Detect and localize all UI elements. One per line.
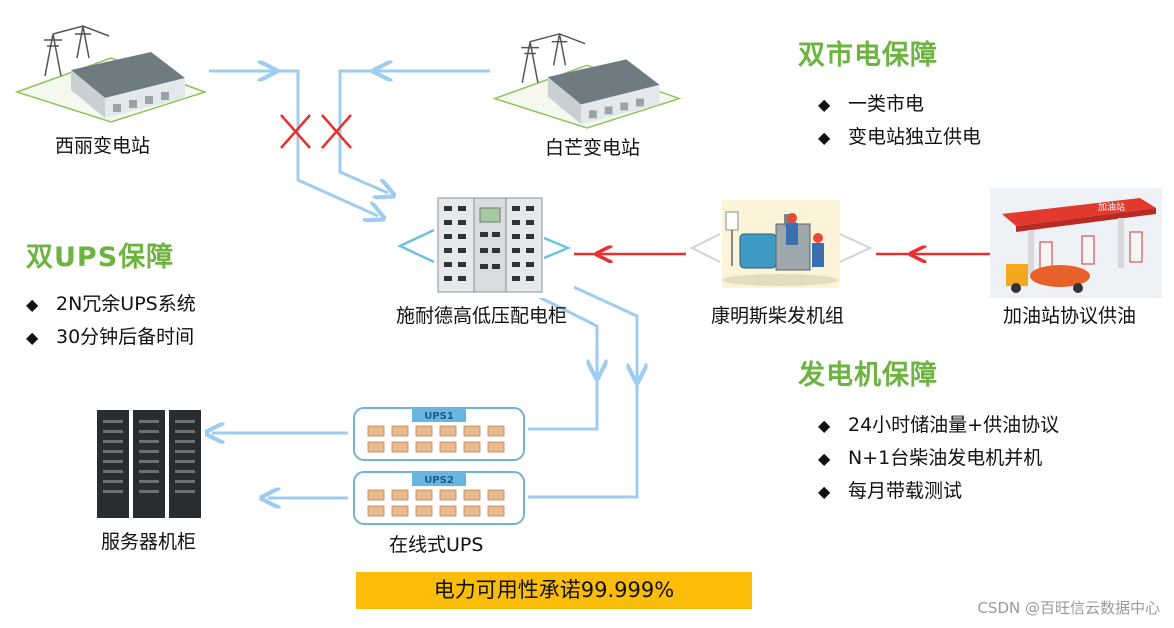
diamond-icon: ◆ (818, 449, 831, 468)
diamond-icon: ◆ (818, 482, 831, 501)
ups2-title: UPS2 (424, 475, 454, 486)
switchgear-icon (396, 192, 574, 298)
list-item: ◆每月带载测试 (818, 475, 1059, 508)
xili-substation-label: 西丽变电站 (55, 135, 151, 157)
generator-guarantee-list: ◆24小时储油量+供油协议 ◆N+1台柴油发电机并机 ◆每月带载测试 (818, 409, 1059, 508)
switchgear-to-ups1-line (536, 294, 597, 372)
diamond-icon: ◆ (26, 328, 39, 347)
generator-icon (686, 194, 876, 294)
cross-mark-1 (280, 114, 311, 149)
watermark: CSDN @百旺信云数据中心 (977, 599, 1160, 617)
fuel-station-icon: 加油站 (990, 188, 1162, 298)
switchgear-label: 施耐德高低压配电柜 (396, 305, 568, 327)
diamond-icon: ◆ (818, 416, 831, 435)
switchgear-to-ups2-line (564, 281, 637, 376)
list-item: ◆24小时储油量+供油协议 (818, 409, 1059, 442)
fuel-station-sign: 加油站 (1098, 201, 1125, 213)
dual-grid-list: ◆一类市电 ◆变电站独立供电 (818, 88, 981, 154)
dual-grid-heading: 双市电保障 (798, 40, 938, 71)
ups2-feed-line (528, 376, 639, 499)
generator-label: 康明斯柴发机组 (711, 305, 845, 327)
baimang-substation-label: 白芒变电站 (545, 137, 641, 159)
fuel-station-label: 加油站协议供油 (1003, 305, 1137, 327)
diamond-icon: ◆ (26, 295, 39, 314)
diamond-icon: ◆ (818, 128, 831, 147)
servers-label: 服务器机柜 (101, 531, 197, 553)
availability-banner: 电力可用性承诺99.999% (356, 572, 752, 609)
dual-ups-heading: 双UPS保障 (26, 242, 175, 273)
list-item: ◆变电站独立供电 (818, 121, 981, 154)
server-rack-icon (93, 404, 205, 522)
list-item: ◆30分钟后备时间 (26, 321, 196, 354)
list-item: ◆2N冗余UPS系统 (26, 288, 196, 321)
baimang-substation-icon (490, 26, 684, 130)
dual-ups-list: ◆2N冗余UPS系统 ◆30分钟后备时间 (26, 288, 196, 354)
xili-feed-line-2 (270, 69, 378, 216)
ups1-feed-line (528, 372, 599, 431)
generator-guarantee-heading: 发电机保障 (798, 360, 938, 391)
cross-mark-2 (321, 114, 352, 149)
ups-icon: UPS1 UPS2 (348, 402, 528, 530)
list-item: ◆一类市电 (818, 88, 981, 121)
xili-substation-icon (13, 18, 209, 124)
baimang-feed-line-2 (338, 69, 388, 193)
ups-label: 在线式UPS (389, 534, 484, 556)
ups1-title: UPS1 (424, 411, 454, 422)
list-item: ◆N+1台柴油发电机并机 (818, 442, 1059, 475)
diamond-icon: ◆ (818, 95, 831, 114)
